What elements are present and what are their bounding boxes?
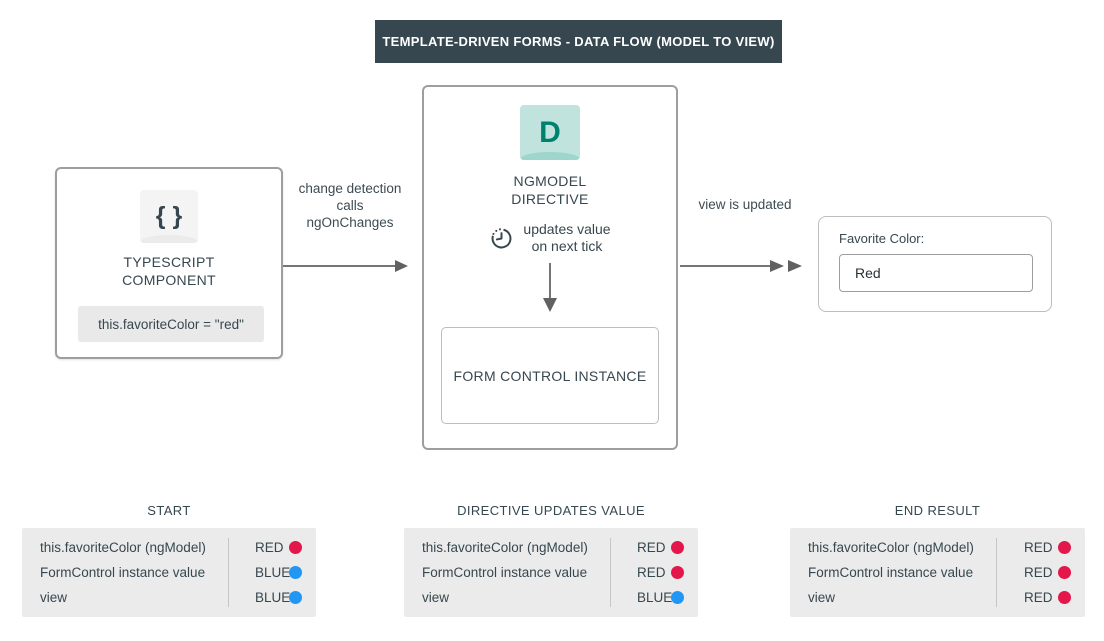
status-dot (671, 541, 684, 554)
typescript-component-label: TYPESCRIPT COMPONENT (122, 254, 216, 288)
table-directive-updates-value: DIRECTIVE UPDATES VALUE this.favoriteCol… (404, 503, 698, 617)
table-title: END RESULT (894, 503, 981, 518)
status-dot (671, 591, 684, 604)
table-row: this.favoriteColor (ngModel) RED (404, 535, 698, 560)
table-row: view BLUE (404, 585, 698, 610)
table-divider (996, 538, 997, 607)
table-start: START this.favoriteColor (ngModel) RED F… (22, 503, 316, 617)
icon-chip-strip (140, 235, 198, 243)
row-value: RED (1024, 540, 1053, 555)
form-control-instance-box: FORM CONTROL INSTANCE (441, 327, 659, 424)
ngmodel-directive-box: D NGMODEL DIRECTIVE updates value on nex… (422, 85, 678, 450)
favorite-color-input[interactable] (839, 254, 1033, 292)
typescript-component-box: { } TYPESCRIPT COMPONENT this.favoriteCo… (55, 167, 283, 359)
row-value: RED (1024, 565, 1053, 580)
status-dot (671, 566, 684, 579)
row-value: RED (1024, 590, 1053, 605)
row-label: this.favoriteColor (ngModel) (40, 540, 206, 555)
table-row: this.favoriteColor (ngModel) RED (22, 535, 316, 560)
change-detection-label: change detection calls ngOnChanges (298, 181, 402, 230)
row-value: BLUE (637, 590, 673, 605)
table-row: FormControl instance value BLUE (22, 560, 316, 585)
favorite-color-label: Favorite Color: (839, 231, 925, 246)
curly-braces-icon: { } (140, 190, 198, 243)
table-body: this.favoriteColor (ngModel) RED FormCon… (22, 528, 316, 617)
row-label: view (40, 590, 68, 605)
row-label: view (422, 590, 450, 605)
table-row: view RED (790, 585, 1085, 610)
status-dot (289, 591, 302, 604)
ngmodel-directive-label: NGMODEL DIRECTIVE (511, 173, 589, 207)
icon-chip-strip (520, 152, 580, 160)
table-divider (610, 538, 611, 607)
status-dot (289, 541, 302, 554)
row-value: RED (255, 540, 284, 555)
row-label: this.favoriteColor (ngModel) (808, 540, 974, 555)
row-label: view (808, 590, 836, 605)
view-result-box: Favorite Color: (818, 216, 1052, 312)
row-label: FormControl instance value (808, 565, 974, 580)
arrow-model-to-directive (283, 260, 408, 272)
status-dot (1058, 591, 1071, 604)
next-tick-text: updates value on next tick (523, 221, 611, 254)
table-body: this.favoriteColor (ngModel) RED FormCon… (790, 528, 1085, 617)
directive-glyph: D (539, 115, 561, 149)
next-tick-note: updates value on next tick (424, 221, 676, 255)
row-label: FormControl instance value (422, 565, 588, 580)
table-body: this.favoriteColor (ngModel) RED FormCon… (404, 528, 698, 617)
row-value: RED (637, 540, 666, 555)
table-row: FormControl instance value RED (790, 560, 1085, 585)
view-updated-label: view is updated (698, 197, 792, 212)
table-row: this.favoriteColor (ngModel) RED (790, 535, 1085, 560)
status-dot (1058, 541, 1071, 554)
row-label: FormControl instance value (40, 565, 206, 580)
directive-icon: D (520, 105, 580, 160)
row-value: BLUE (255, 590, 291, 605)
row-value: RED (637, 565, 666, 580)
row-value: BLUE (255, 565, 291, 580)
table-title: START (147, 503, 191, 518)
table-row: view BLUE (22, 585, 316, 610)
status-dot (1058, 566, 1071, 579)
code-snippet: this.favoriteColor = "red" (78, 306, 264, 342)
row-label: this.favoriteColor (ngModel) (422, 540, 588, 555)
status-dot (289, 566, 302, 579)
curly-braces-glyph: { } (155, 202, 183, 230)
arrow-directive-to-view (680, 260, 802, 272)
table-row: FormControl instance value RED (404, 560, 698, 585)
timer-clock-icon (491, 227, 512, 248)
table-divider (228, 538, 229, 607)
table-end-result: END RESULT this.favoriteColor (ngModel) … (790, 503, 1085, 617)
table-title: DIRECTIVE UPDATES VALUE (457, 503, 645, 518)
diagram-title: TEMPLATE-DRIVEN FORMS - DATA FLOW (MODEL… (375, 20, 782, 63)
